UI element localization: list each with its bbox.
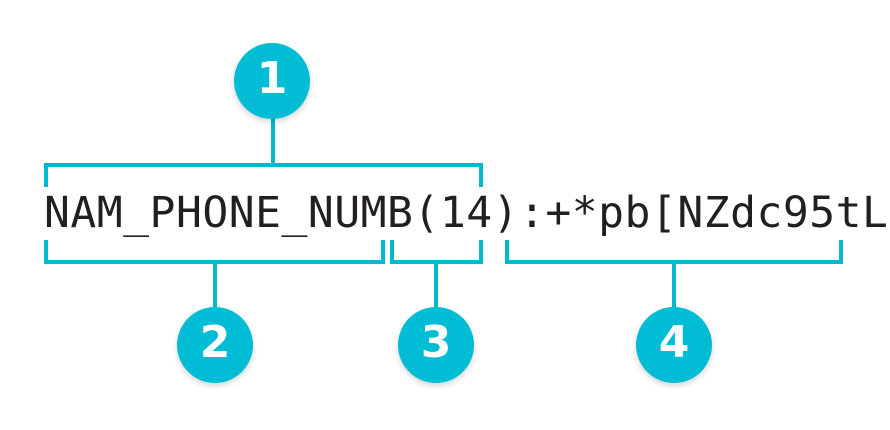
code-string: NAM_PHONE_NUMB(14):+*pb[NZdc95tLB — [44, 188, 890, 238]
stem-segment-2 — [213, 263, 217, 308]
bracket-segment-2 — [44, 240, 385, 264]
bracket-segment-1 — [44, 163, 483, 187]
badge-3-label: 3 — [420, 317, 452, 368]
stem-segment-4 — [672, 263, 676, 308]
stem-segment-3 — [434, 263, 438, 308]
bracket-segment-3 — [390, 240, 483, 264]
bracket-segment-4 — [505, 240, 843, 264]
badge-1[interactable]: 1 — [234, 43, 310, 119]
badge-4[interactable]: 4 — [636, 307, 712, 383]
badge-3[interactable]: 3 — [398, 307, 474, 383]
badge-1-label: 1 — [256, 53, 288, 104]
badge-4-label: 4 — [658, 317, 690, 368]
stem-segment-1 — [271, 115, 275, 164]
badge-2-label: 2 — [199, 317, 231, 368]
badge-2[interactable]: 2 — [177, 307, 253, 383]
